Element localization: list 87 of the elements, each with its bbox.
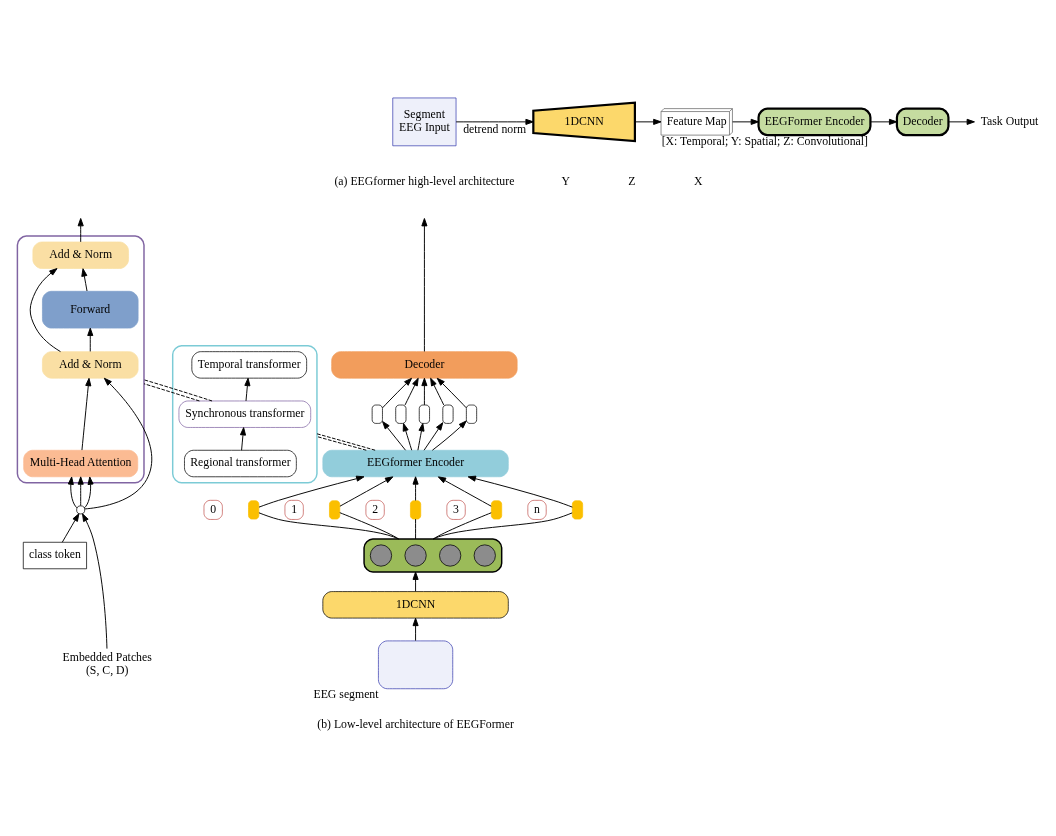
connector	[339, 512, 400, 540]
arrow	[421, 377, 428, 406]
arrow	[412, 476, 419, 501]
node-circle	[439, 544, 462, 567]
node-box: 1DCNN	[532, 101, 636, 143]
label: Z	[628, 174, 636, 188]
arrow	[83, 476, 94, 509]
node-box: Multi-Head Attention	[23, 449, 139, 478]
node-box	[378, 640, 454, 690]
arrow	[455, 118, 534, 125]
arrow	[84, 377, 153, 510]
arrow	[339, 476, 394, 507]
node-box: Synchronous transformer	[178, 400, 312, 428]
node-text: Task Output	[980, 114, 1039, 128]
node-box	[442, 404, 454, 424]
node-box: class token	[22, 541, 87, 570]
arrow	[404, 377, 419, 406]
node-box: Temporal transformer	[191, 351, 307, 379]
arrow	[244, 377, 251, 402]
arrow	[417, 423, 425, 451]
edge-label: detrend norm	[463, 123, 527, 137]
node-circle	[404, 544, 427, 567]
node-box: Decoder	[331, 351, 518, 379]
node-label: [X: Temporal; Y: Spatial; Z: Convolutional]	[661, 134, 868, 148]
arrow	[382, 421, 406, 451]
arrow	[634, 118, 662, 125]
arrow	[402, 423, 413, 451]
arrow	[423, 422, 444, 451]
node-box	[491, 500, 503, 520]
arrow	[61, 513, 80, 543]
node-box: Regional transformer	[184, 449, 297, 478]
node-box: Segment EEG Input	[392, 97, 457, 147]
connector	[316, 436, 367, 451]
connector	[415, 518, 417, 540]
cluster	[171, 345, 318, 484]
arrow	[67, 476, 78, 509]
node-box	[329, 500, 341, 520]
arrow	[430, 377, 445, 406]
arrow	[82, 513, 108, 650]
cluster	[363, 538, 503, 573]
node-box: Add & Norm	[32, 241, 129, 269]
node-box: Forward	[42, 290, 139, 329]
connector	[316, 433, 376, 451]
arrow	[81, 377, 92, 451]
arrow	[77, 218, 84, 243]
arrow	[382, 377, 413, 409]
arrow	[431, 420, 467, 451]
arrow	[239, 427, 247, 451]
node-circle	[369, 544, 393, 567]
node-circle	[473, 544, 496, 567]
node-box: EEGFormer Encoder	[757, 107, 872, 137]
arrow	[29, 268, 61, 353]
arrow	[258, 475, 365, 508]
node-text: Embedded Patches (S, C, D)	[62, 651, 152, 678]
node-box: Add & Norm	[42, 351, 139, 379]
node-box: EEGformer Encoder	[322, 449, 509, 478]
arrow	[77, 476, 84, 507]
arrow	[467, 475, 573, 508]
arrow	[81, 268, 88, 292]
arrow	[870, 118, 898, 125]
arrow	[437, 476, 492, 507]
node-box	[410, 500, 422, 520]
node-box: Decoder	[895, 107, 950, 137]
node-circle	[76, 505, 86, 515]
node-box	[418, 404, 430, 424]
connector	[432, 512, 492, 540]
label: Y	[561, 174, 570, 188]
label: (b) Low-level architecture of EEGFormer	[317, 717, 514, 731]
arrow	[732, 118, 759, 125]
arrow	[421, 218, 428, 352]
label: (a) EEGformer high-level architecture	[334, 174, 515, 188]
node-box	[395, 404, 407, 424]
connector	[143, 383, 200, 402]
node-box	[571, 500, 583, 520]
connector	[432, 512, 573, 540]
connector	[143, 379, 213, 402]
node-box	[466, 404, 478, 424]
node-box	[248, 500, 260, 520]
arrow	[412, 617, 419, 642]
arrow	[436, 377, 467, 409]
node-box: 1DCNN	[322, 591, 509, 619]
node-box	[371, 404, 383, 424]
label: X	[693, 174, 703, 188]
arrow	[87, 327, 94, 352]
node-label: EEG segment	[313, 688, 379, 702]
arrow	[948, 118, 975, 125]
connector	[258, 512, 400, 540]
